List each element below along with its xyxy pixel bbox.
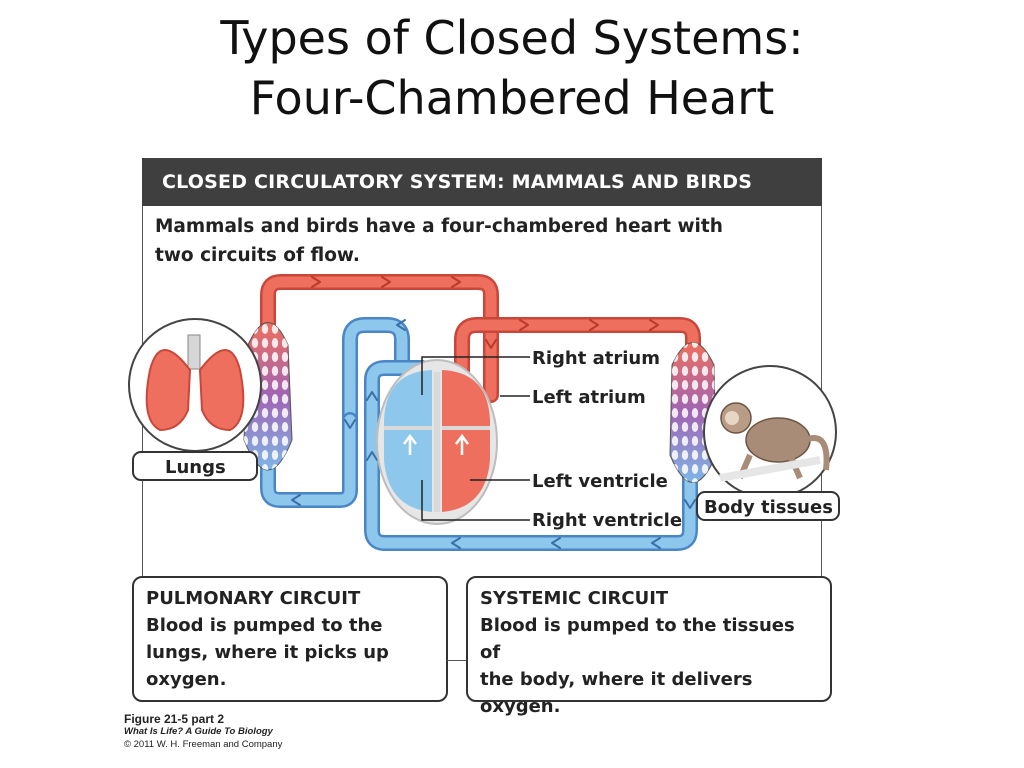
systemic-circuit-line-3: oxygen. — [480, 696, 561, 717]
figure-intro: Mammals and birds have a four-chambered … — [155, 212, 795, 270]
figure-header: CLOSED CIRCULATORY SYSTEM: MAMMALS AND B… — [142, 158, 822, 206]
systemic-circuit-line-2: the body, where it delivers — [480, 669, 753, 690]
label-lungs: Lungs — [165, 457, 226, 478]
intro-line-1: Mammals and birds have a four-chambered … — [155, 216, 723, 237]
body-tissues-illustration — [703, 365, 837, 499]
caption-figure-number: Figure 21-5 part 2 — [124, 712, 225, 726]
pulmonary-circuit-line-1: Blood is pumped to the — [146, 615, 383, 636]
slide-title-line-1: Types of Closed Systems: — [220, 11, 804, 65]
slide-title: Types of Closed Systems: Four-Chambered … — [0, 8, 1024, 128]
flow-arrows — [291, 276, 696, 549]
label-left-ventricle: Left ventricle — [532, 471, 668, 492]
label-left-atrium: Left atrium — [532, 387, 646, 408]
deoxygenated-vessels — [260, 317, 698, 551]
pulmonary-circuit-box: PULMONARY CIRCUIT Blood is pumped to the… — [132, 576, 448, 702]
label-body-tissues: Body tissues — [704, 497, 833, 518]
heart — [376, 359, 498, 525]
body-tissues-label-box: Body tissues — [696, 491, 840, 521]
figure-caption: Figure 21-5 part 2 What Is Life? A Guide… — [124, 712, 282, 751]
intro-line-2: two circuits of flow. — [155, 245, 360, 266]
lungs-label-box: Lungs — [132, 451, 258, 481]
label-right-atrium: Right atrium — [532, 348, 660, 369]
pulmonary-circuit-line-2: lungs, where it picks up — [146, 642, 389, 663]
pulmonary-circuit-title: PULMONARY CIRCUIT — [146, 588, 361, 609]
caption-book-title: What Is Life? A Guide To Biology — [124, 726, 273, 737]
slide-title-line-2: Four-Chambered Heart — [249, 71, 775, 125]
leader-lines — [421, 356, 530, 521]
body-capillary-bed — [669, 342, 717, 483]
systemic-circuit-box: SYSTEMIC CIRCUIT Blood is pumped to the … — [466, 576, 832, 717]
label-right-ventricle: Right ventricle — [532, 510, 682, 531]
caption-copyright: © 2011 W. H. Freeman and Company — [124, 739, 283, 750]
systemic-circuit-title: SYSTEMIC CIRCUIT — [480, 588, 669, 609]
pulmonary-circuit-line-3: oxygen. — [146, 669, 227, 690]
lungs-illustration — [128, 318, 262, 452]
oxygenated-vessels — [260, 274, 701, 403]
box-connector — [447, 660, 467, 661]
systemic-circuit-line-1: Blood is pumped to the tissues of — [480, 615, 795, 663]
